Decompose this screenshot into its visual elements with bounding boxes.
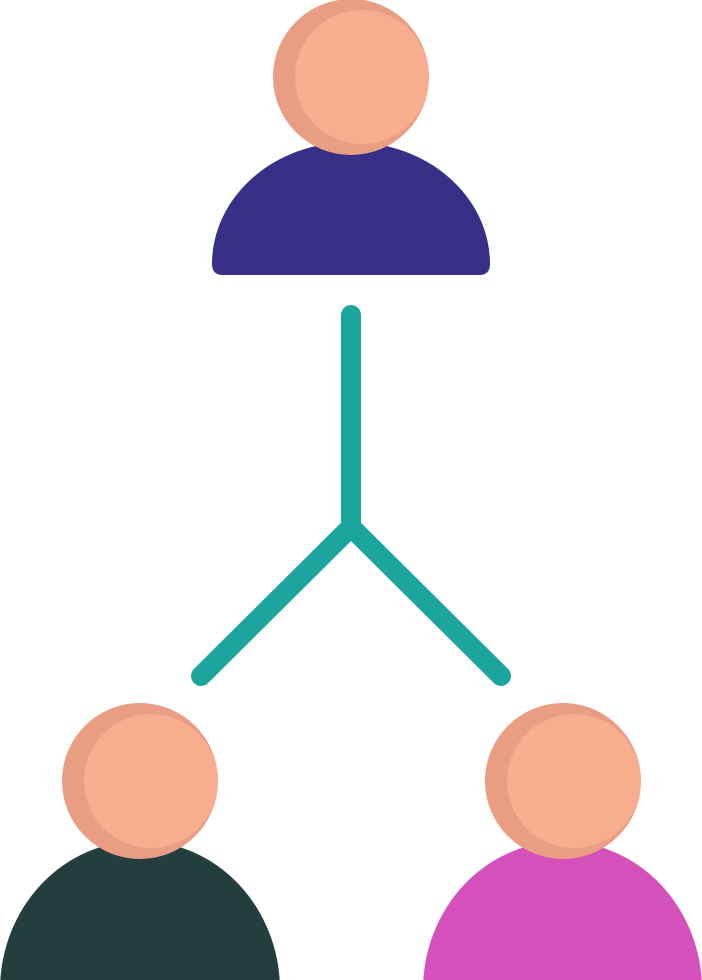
child-right-person-icon [423, 703, 702, 980]
parent-head [295, 10, 429, 144]
branch-connector [191, 305, 511, 686]
child-left-body [0, 841, 280, 980]
child-left-head [84, 714, 218, 848]
parent-person-icon [212, 0, 490, 275]
parent-body [212, 142, 490, 275]
child-left-person-icon [0, 703, 280, 980]
child-right-body [423, 841, 702, 980]
connector-left-arm [191, 517, 361, 686]
child-right-head [507, 714, 641, 848]
connector-right-arm [341, 517, 511, 686]
